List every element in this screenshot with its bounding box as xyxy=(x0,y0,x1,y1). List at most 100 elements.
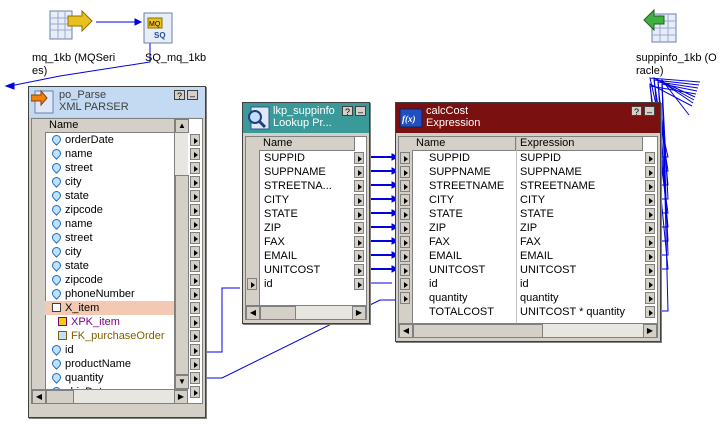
output-port-handle[interactable] xyxy=(645,250,655,262)
port-row[interactable]: quantity xyxy=(50,371,104,385)
input-port-handle[interactable] xyxy=(400,208,410,220)
output-port-handle[interactable] xyxy=(190,386,200,398)
port-row[interactable]: zipcode xyxy=(50,273,103,287)
scroll-right-button[interactable]: ▶ xyxy=(174,390,188,403)
output-port-handle[interactable] xyxy=(645,180,655,192)
oracle-target-definition[interactable] xyxy=(642,8,682,46)
input-port-handle[interactable] xyxy=(400,278,410,290)
lookup-title-bar[interactable]: lkp_suppinfo Lookup Pr... ? – xyxy=(243,103,369,133)
output-port-handle[interactable] xyxy=(645,152,655,164)
output-port-handle[interactable] xyxy=(190,204,200,216)
port-row[interactable]: zipcode xyxy=(50,203,103,217)
output-port-handle[interactable] xyxy=(645,236,655,248)
output-port-handle[interactable] xyxy=(354,264,364,276)
expression-title-bar[interactable]: f(x) calcCost Expression ? – xyxy=(396,103,660,133)
horizontal-scrollbar[interactable]: ◀ ▶ xyxy=(246,305,366,319)
scroll-right-button[interactable]: ▶ xyxy=(352,306,366,319)
minimize-button[interactable]: – xyxy=(644,106,655,117)
help-button[interactable]: ? xyxy=(174,90,185,101)
output-port-handle[interactable] xyxy=(190,190,200,202)
port-expression[interactable]: EMAIL xyxy=(520,249,642,263)
output-port-handle[interactable] xyxy=(190,274,200,286)
port-expression[interactable]: FAX xyxy=(520,235,642,249)
output-port-handle[interactable] xyxy=(354,208,364,220)
port-row[interactable]: orderDate xyxy=(50,133,114,147)
input-port-handle[interactable] xyxy=(400,222,410,234)
output-port-handle[interactable] xyxy=(645,278,655,290)
scroll-right-button[interactable]: ▶ xyxy=(643,324,657,337)
help-button[interactable]: ? xyxy=(342,106,353,117)
port-row[interactable]: city xyxy=(50,245,82,259)
port-expression[interactable]: quantity xyxy=(520,291,642,305)
hscroll-thumb[interactable] xyxy=(413,324,543,337)
mq-source-qualifier[interactable]: MQ SQ xyxy=(140,10,180,44)
hscroll-thumb[interactable] xyxy=(260,306,296,319)
output-port-handle[interactable] xyxy=(190,134,200,146)
output-port-handle[interactable] xyxy=(190,218,200,230)
output-port-handle[interactable] xyxy=(354,180,364,192)
input-port-handle[interactable] xyxy=(400,292,410,304)
port-row[interactable]: CITY xyxy=(429,193,529,207)
port-row[interactable]: street xyxy=(50,231,93,245)
port-row[interactable]: id xyxy=(50,343,74,357)
port-expression[interactable]: SUPPID xyxy=(520,151,642,165)
output-port-handle[interactable] xyxy=(645,166,655,178)
port-row[interactable]: STATE xyxy=(264,207,354,221)
output-port-handle[interactable] xyxy=(190,302,200,314)
output-port-handle[interactable] xyxy=(645,222,655,234)
port-row[interactable]: city xyxy=(50,175,82,189)
output-port-handle[interactable] xyxy=(190,316,200,328)
output-port-handle[interactable] xyxy=(354,278,364,290)
help-button[interactable]: ? xyxy=(631,106,642,117)
output-port-handle[interactable] xyxy=(645,292,655,304)
input-port-handle[interactable] xyxy=(400,250,410,262)
port-row[interactable]: STREETNAME xyxy=(429,179,529,193)
port-row[interactable]: productName xyxy=(50,357,131,371)
port-row[interactable]: ZIP xyxy=(264,221,354,235)
hscroll-thumb[interactable] xyxy=(46,390,74,403)
port-row[interactable]: id xyxy=(429,277,529,291)
input-port-handle[interactable] xyxy=(400,236,410,248)
xml-parser-title-bar[interactable]: po_Parse XML PARSER ? – xyxy=(29,87,205,117)
minimize-button[interactable]: – xyxy=(187,90,198,101)
output-port-handle[interactable] xyxy=(190,288,200,300)
output-port-handle[interactable] xyxy=(190,148,200,160)
port-expression[interactable]: CITY xyxy=(520,193,642,207)
port-row[interactable]: name xyxy=(50,147,93,161)
port-row[interactable]: id xyxy=(264,277,354,291)
output-port-handle[interactable] xyxy=(190,358,200,370)
port-expression[interactable]: STATE xyxy=(520,207,642,221)
port-row[interactable]: X_item xyxy=(52,301,99,315)
scroll-left-button[interactable]: ◀ xyxy=(246,306,260,319)
output-port-handle[interactable] xyxy=(354,166,364,178)
vertical-scrollbar[interactable]: ▲ ▼ xyxy=(174,119,189,389)
output-port-handle[interactable] xyxy=(354,152,364,164)
port-expression[interactable]: UNITCOST * quantity xyxy=(520,305,642,319)
port-row[interactable]: STREETNA... xyxy=(264,179,354,193)
scroll-left-button[interactable]: ◀ xyxy=(399,324,413,337)
port-row[interactable]: STATE xyxy=(429,207,529,221)
port-row[interactable]: UNITCOST xyxy=(429,263,529,277)
scroll-left-button[interactable]: ◀ xyxy=(32,390,46,403)
output-port-handle[interactable] xyxy=(190,162,200,174)
output-port-handle[interactable] xyxy=(190,176,200,188)
port-row[interactable]: XPK_item xyxy=(58,315,120,329)
output-port-handle[interactable] xyxy=(645,306,655,318)
port-row[interactable]: name xyxy=(50,217,93,231)
port-row[interactable]: FAX xyxy=(429,235,529,249)
output-port-handle[interactable] xyxy=(190,232,200,244)
mq-source-definition[interactable] xyxy=(48,8,98,48)
port-expression[interactable]: UNITCOST xyxy=(520,263,642,277)
port-row[interactable]: FAX xyxy=(264,235,354,249)
scroll-up-button[interactable]: ▲ xyxy=(175,119,189,133)
port-row[interactable]: UNITCOST xyxy=(264,263,354,277)
input-port-handle[interactable] xyxy=(400,152,410,164)
output-port-handle[interactable] xyxy=(645,208,655,220)
input-port-handle[interactable] xyxy=(400,166,410,178)
port-row[interactable]: SUPPNAME xyxy=(264,165,354,179)
port-expression[interactable]: ZIP xyxy=(520,221,642,235)
port-row[interactable]: EMAIL xyxy=(429,249,529,263)
scroll-down-button[interactable]: ▼ xyxy=(175,375,189,389)
port-row[interactable]: EMAIL xyxy=(264,249,354,263)
